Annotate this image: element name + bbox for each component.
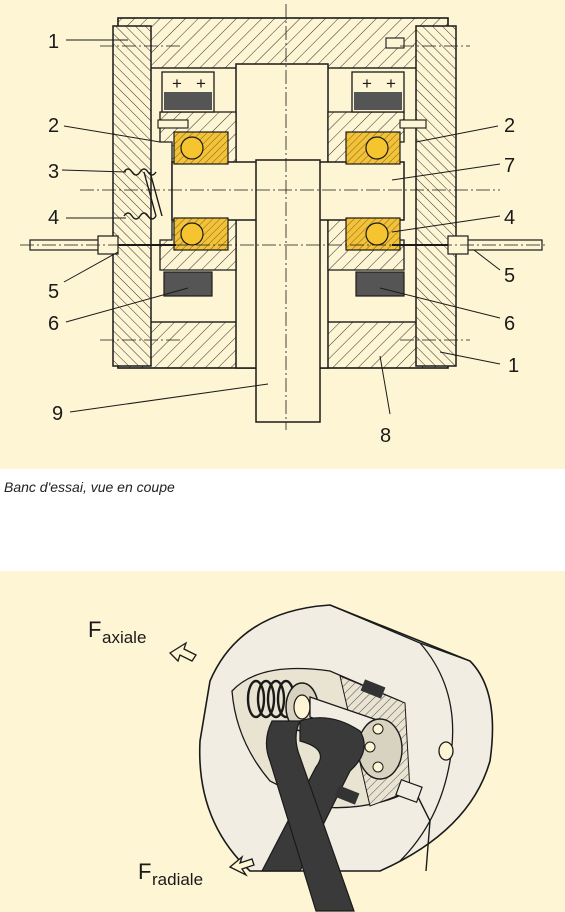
spring-3 xyxy=(123,168,163,220)
label-4: 4 xyxy=(48,207,59,229)
leader-lines xyxy=(61,39,501,415)
label-2: 2 xyxy=(48,115,59,137)
magnet-block xyxy=(334,785,360,805)
magnet-top-left: + + xyxy=(161,71,215,113)
bearing-bore xyxy=(293,694,311,720)
sensor-cable xyxy=(395,778,431,872)
bearing-right xyxy=(357,718,403,780)
label-9: 9 xyxy=(52,403,63,425)
bolt-head xyxy=(438,741,454,761)
label-4: 4 xyxy=(504,207,515,229)
magnet-top-right: + + xyxy=(351,71,405,113)
magnet-block xyxy=(360,679,386,699)
radial-force-arrow xyxy=(228,855,255,877)
bearing-top-left xyxy=(173,131,229,165)
axial-force-arrow xyxy=(168,641,197,663)
cover-1-left xyxy=(112,25,152,367)
label-7: 7 xyxy=(504,155,515,177)
force-radial-label-sub: radiale xyxy=(152,870,203,889)
screw xyxy=(399,119,427,129)
cover-1-right xyxy=(415,25,457,367)
label-6: 6 xyxy=(504,313,515,335)
label-2: 2 xyxy=(504,115,515,137)
force-axial-label-sub: axiale xyxy=(102,628,146,647)
label-6: 6 xyxy=(48,313,59,335)
force-axial-label-main: F xyxy=(88,617,101,642)
label-1: 1 xyxy=(48,31,59,53)
perspective-panel: F axiale F radiale xyxy=(0,571,565,912)
label-1: 1 xyxy=(508,355,519,377)
label-8: 8 xyxy=(380,425,391,447)
bearing-top-right xyxy=(345,131,401,165)
perspective-drawing: F axiale F radiale xyxy=(88,604,494,912)
figure-caption: Banc d'essai, vue en coupe xyxy=(4,479,175,495)
screw xyxy=(385,37,405,49)
rod-9 xyxy=(255,159,321,423)
screw xyxy=(157,119,189,129)
center-lines xyxy=(20,4,545,430)
label-5: 5 xyxy=(48,281,59,303)
plus-sign: + xyxy=(386,74,396,93)
plus-sign: + xyxy=(196,74,206,93)
plus-sign: + xyxy=(362,74,372,93)
belt xyxy=(261,717,365,912)
cross-section-drawing: + + + + xyxy=(20,4,545,447)
force-radial-label-main: F xyxy=(138,859,151,884)
plus-sign: + xyxy=(172,74,182,93)
label-3: 3 xyxy=(48,161,59,183)
label-5: 5 xyxy=(504,265,515,287)
cross-section-panel: + + + + xyxy=(0,0,565,469)
